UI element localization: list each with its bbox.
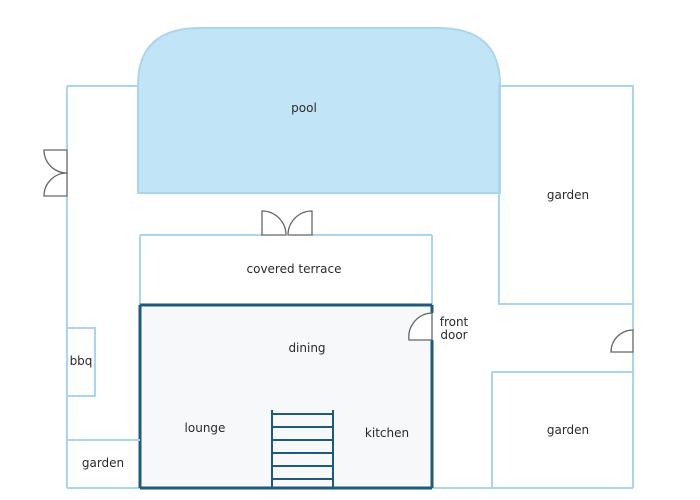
garden-top-right-label: garden — [547, 188, 589, 202]
house-area — [140, 305, 432, 488]
front-door-icon[interactable] — [408, 312, 433, 341]
garden-top-right-area — [498, 85, 634, 305]
pool-label: pool — [291, 101, 317, 115]
garden-gate-icon[interactable] — [610, 329, 634, 353]
bbq-area — [66, 327, 96, 397]
covered-terrace-label: covered terrace — [247, 262, 342, 276]
front-door-label-line2: door — [440, 328, 467, 342]
kitchen-label: kitchen — [365, 426, 409, 440]
side-double-door-icon[interactable] — [43, 149, 68, 197]
front-door-label-line1: front — [440, 315, 469, 329]
bbq-label: bbq — [70, 354, 93, 368]
garden-bottom-right-area — [491, 371, 633, 488]
dining-label: dining — [288, 341, 325, 355]
house-walls — [138, 303, 434, 490]
covered-terrace-area — [139, 234, 433, 305]
garden-bottom-right-label: garden — [547, 423, 589, 437]
stairs-icon — [271, 410, 334, 488]
pool-area — [137, 27, 501, 194]
terrace-double-door-icon[interactable] — [261, 210, 313, 236]
lounge-label: lounge — [185, 421, 226, 435]
garden-bottom-left-label: garden — [82, 456, 124, 470]
